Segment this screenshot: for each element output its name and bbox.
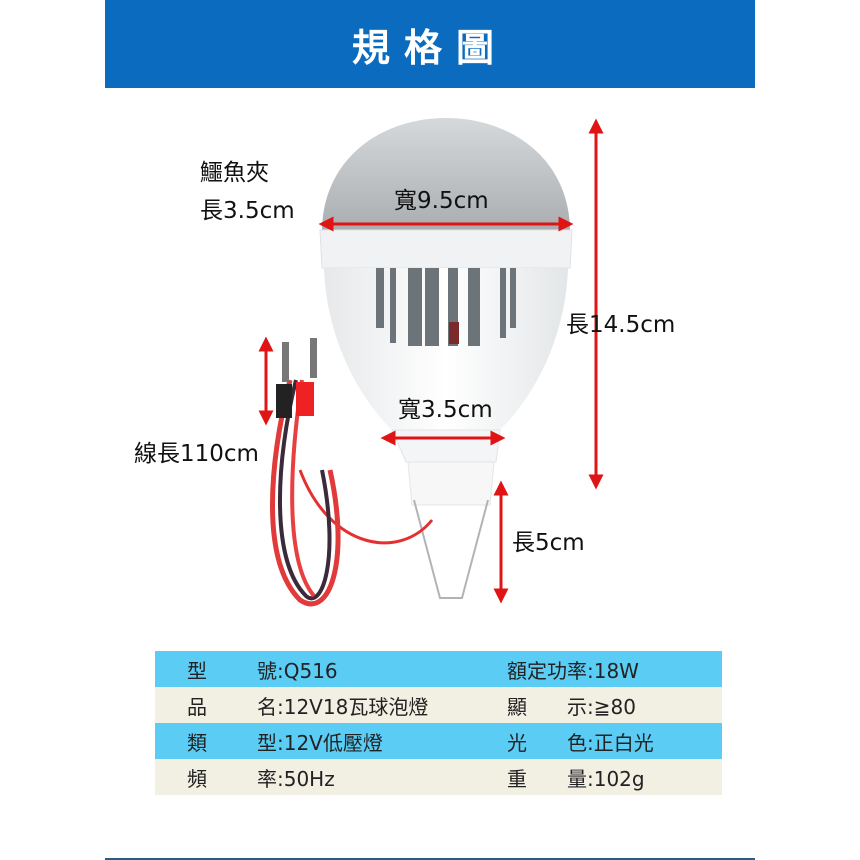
hook-length-label: 長5cm bbox=[512, 530, 585, 556]
spec-row: 型 號:Q516 額定功率:18W bbox=[155, 651, 722, 687]
head-width-label: 寬9.5cm bbox=[394, 188, 489, 214]
bottom-divider bbox=[105, 858, 755, 860]
title-banner: 規格圖 bbox=[105, 0, 755, 88]
page-title: 規格圖 bbox=[351, 25, 508, 70]
spec-row: 頻 率:50Hz 重 量:102g bbox=[155, 759, 722, 795]
spec-value-2: 顯 示:≧80 bbox=[507, 694, 636, 719]
spec-key: 型 bbox=[187, 658, 207, 683]
spec-key: 頻 bbox=[187, 766, 207, 791]
spec-table: 型 號:Q516 額定功率:18W 品 名:12V18瓦球泡燈 顯 示:≧80 … bbox=[155, 651, 722, 795]
led-bulb-illustration bbox=[258, 118, 604, 607]
spec-value: 名:12V18瓦球泡燈 bbox=[257, 694, 429, 719]
spec-key: 品 bbox=[187, 694, 207, 719]
neck-width-label: 寬3.5cm bbox=[398, 397, 493, 423]
spec-row: 類 型:12V低壓燈 光 色:正白光 bbox=[155, 723, 722, 759]
spec-value: 型:12V低壓燈 bbox=[257, 730, 383, 755]
spec-value-2: 重 量:102g bbox=[507, 766, 645, 791]
spec-key: 類 bbox=[187, 730, 207, 755]
spec-value-2: 額定功率:18W bbox=[507, 658, 639, 683]
total-length-label: 長14.5cm bbox=[566, 312, 676, 338]
spec-value-2: 光 色:正白光 bbox=[507, 730, 654, 755]
spec-value: 號:Q516 bbox=[257, 658, 338, 683]
spec-value: 率:50Hz bbox=[257, 766, 335, 791]
clip-length-label: 長3.5cm bbox=[200, 198, 295, 224]
spec-row: 品 名:12V18瓦球泡燈 顯 示:≧80 bbox=[155, 687, 722, 723]
cable-length-label: 線長110cm bbox=[134, 441, 259, 467]
clip-name-label: 鱷魚夾 bbox=[200, 160, 269, 186]
